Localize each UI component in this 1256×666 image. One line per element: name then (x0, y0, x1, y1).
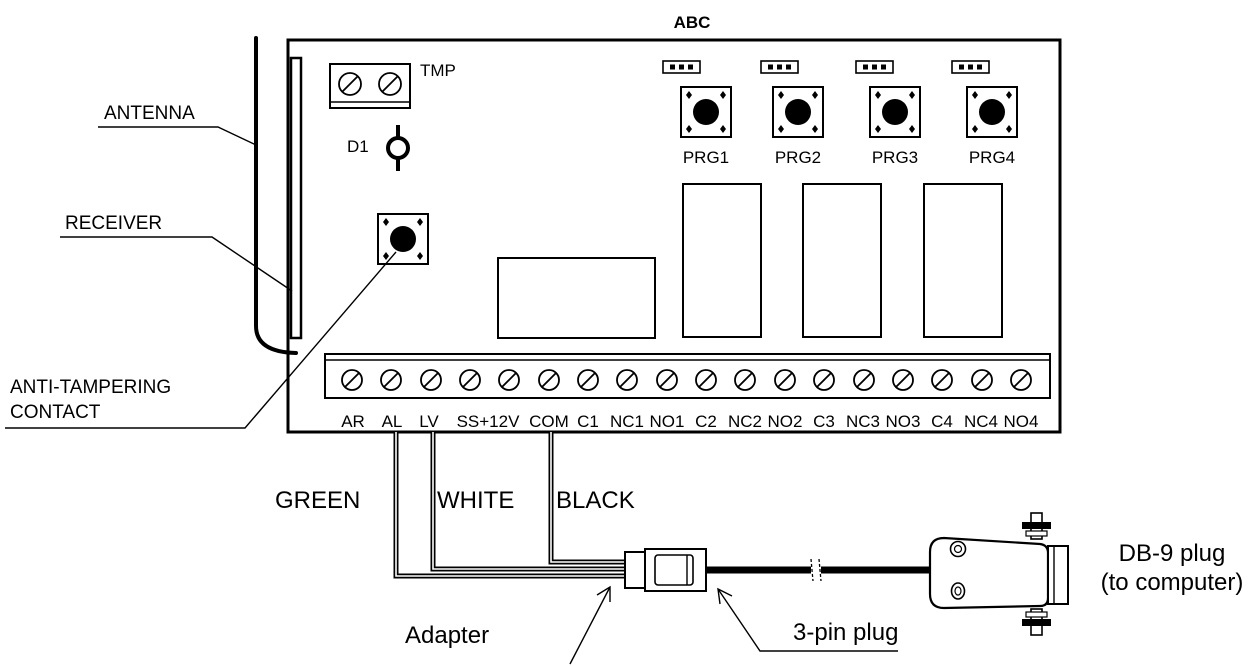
terminal-strip (324, 353, 1051, 399)
terminal-screw (853, 369, 875, 391)
terminal-screw (616, 369, 638, 391)
prg4-label: PRG4 (969, 148, 1015, 167)
db9-jackscrew (1022, 608, 1051, 636)
db9-jackscrew (1022, 512, 1051, 540)
terminal-screw (774, 369, 796, 391)
anti-tamper-button (377, 213, 429, 265)
terminal-screw (459, 369, 481, 391)
cable-break-mark (810, 558, 822, 582)
db9-mount-hole (950, 582, 966, 600)
terminal-label-c3: C3 (813, 412, 835, 431)
adapter-label: Adapter (405, 622, 489, 649)
terminal-label-no2: NO2 (768, 412, 803, 431)
diagram-title: ABC (674, 13, 711, 32)
relay-3 (802, 183, 882, 338)
terminal-label-c2: C2 (695, 412, 717, 431)
terminal-screw (656, 369, 678, 391)
terminal-screw (971, 369, 993, 391)
receiver-leader-line (60, 236, 293, 292)
terminal-label-ar: AR (341, 412, 365, 431)
terminal-label-lv: LV (419, 412, 439, 431)
terminal-label-nc3: NC3 (846, 412, 880, 431)
terminal-label-nc2: NC2 (728, 412, 762, 431)
adapter-arrow (569, 585, 611, 665)
anti-tamper-callout-label: ANTI-TAMPERING (10, 377, 171, 398)
prg4-button (966, 86, 1018, 138)
terminal-label-c1: C1 (577, 412, 599, 431)
d1-label: D1 (347, 137, 369, 156)
terminal-label-no1: NO1 (650, 412, 685, 431)
green-wire (393, 432, 627, 579)
black-wire-label: BLACK (556, 487, 635, 514)
db9-mount-hole (949, 540, 967, 558)
relay-1 (497, 257, 656, 339)
terminal-screw (380, 369, 402, 391)
terminal-screw (695, 369, 717, 391)
three-pin-plug (644, 548, 707, 592)
antenna-wire (254, 36, 298, 355)
prg1-label: PRG1 (683, 148, 729, 167)
terminal-label-nc4: NC4 (964, 412, 998, 431)
prg1-jumper-header (662, 60, 701, 74)
terminal-label-com: COM (529, 412, 569, 431)
terminal-label-nc1: NC1 (610, 412, 644, 431)
three-pin-plug-arrow (717, 587, 898, 652)
tmp-terminal-block (329, 63, 411, 109)
terminal-label-ss-12v: SS+12V (457, 412, 521, 431)
terminal-screw (538, 369, 560, 391)
db9-sublabel: (to computer) (1101, 569, 1244, 596)
receiver-callout-label: RECEIVER (65, 213, 162, 234)
adapter-connector (624, 551, 648, 589)
terminal-label-no3: NO3 (886, 412, 921, 431)
black-wire (548, 432, 627, 565)
prg3-label: PRG3 (872, 148, 918, 167)
anti-tamper-callout-label-2: CONTACT (10, 402, 101, 423)
prg3-jumper-header (855, 60, 894, 74)
terminal-label-c4: C4 (931, 412, 953, 431)
prg2-jumper-header (760, 60, 799, 74)
white-wire-label: WHITE (437, 487, 514, 514)
three-pin-plug-label: 3-pin plug (793, 619, 898, 646)
terminal-screw (734, 369, 756, 391)
control-board (286, 38, 1062, 434)
d1-led (386, 125, 410, 171)
terminal-screw (813, 369, 835, 391)
receiver-module (289, 56, 303, 340)
terminal-screw (498, 369, 520, 391)
antenna-callout-label: ANTENNA (104, 103, 195, 124)
prg3-button (869, 86, 921, 138)
prg2-button (772, 86, 824, 138)
green-wire-label: GREEN (275, 487, 360, 514)
terminal-label-al: AL (382, 412, 403, 431)
anti-tamper-leader-line (5, 251, 397, 429)
terminal-label-no4: NO4 (1004, 412, 1039, 431)
antenna-leader-line (98, 126, 257, 146)
terminal-screw (577, 369, 599, 391)
relay-4 (923, 183, 1003, 338)
tmp-screw (338, 72, 362, 96)
terminal-screw (931, 369, 953, 391)
tmp-label: TMP (420, 61, 456, 80)
tmp-screw (378, 72, 402, 96)
db9-label: DB-9 plug (1119, 540, 1226, 567)
terminal-screw (341, 369, 363, 391)
prg4-jumper-header (951, 60, 990, 74)
prg2-label: PRG2 (775, 148, 821, 167)
prg1-button (680, 86, 732, 138)
relay-2 (682, 183, 762, 338)
white-wire (430, 432, 627, 572)
terminal-screw (420, 369, 442, 391)
terminal-screw (892, 369, 914, 391)
terminal-screw (1010, 369, 1032, 391)
